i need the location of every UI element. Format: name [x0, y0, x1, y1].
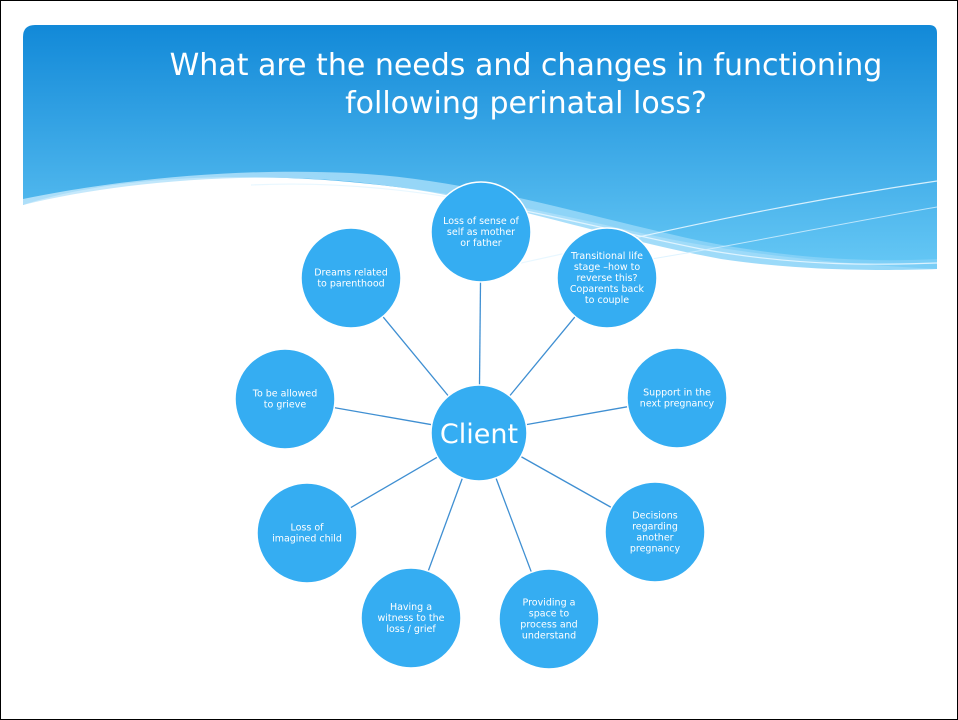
node-label-line: process and: [520, 620, 577, 631]
slide-title: What are the needs and changes in functi…: [151, 47, 901, 123]
connector-lower-right: [520, 455, 612, 509]
node-label-line: Support in the: [643, 388, 711, 399]
node-label-line: imagined child: [272, 534, 342, 545]
connector-bottom-left: [427, 477, 464, 572]
slide-title-line-1: What are the needs and changes in functi…: [169, 48, 883, 83]
slide-title-line-2: following perinatal loss?: [345, 86, 707, 121]
connector-top: [478, 281, 482, 386]
node-label-line: Dreams related: [314, 268, 388, 279]
connector-upper-left: [382, 316, 449, 397]
node-label-line: Decisions: [632, 511, 677, 522]
center-group: Client: [430, 384, 528, 482]
node-label-line: pregnancy: [630, 544, 681, 555]
node-circle-upper-right: [556, 227, 658, 329]
node-label-line: next pregnancy: [640, 399, 715, 410]
node-label-line: To be allowed: [252, 389, 317, 400]
node-circle-left: [234, 348, 336, 450]
node-label-line: reverse this?: [576, 273, 637, 284]
connectors: [334, 281, 628, 573]
header-background: [23, 25, 938, 270]
node-label-line: loss / grief: [386, 624, 436, 635]
node-label-line: another: [636, 533, 673, 544]
node-label-line: Loss of: [290, 523, 324, 534]
center-label: Client: [440, 419, 518, 450]
node-label-line: Coparents back: [570, 284, 645, 295]
node-label-line: to parenthood: [317, 279, 384, 290]
node-label-line: to couple: [585, 295, 629, 306]
connector-upper-right: [509, 316, 576, 397]
connector-bottom-right: [495, 477, 533, 573]
node-label-line: regarding: [632, 522, 678, 533]
header-wave-line-1: [250, 183, 938, 265]
node-label-line: self as mother: [447, 227, 515, 238]
node-circle-top: [430, 181, 532, 283]
node-label-line: space to: [529, 609, 570, 620]
node-label-line: Providing a: [523, 598, 576, 609]
header-banner: [23, 25, 937, 269]
node-circle-lower-right: [604, 481, 706, 583]
connector-right: [526, 406, 628, 426]
node-label-line: stage –how to: [574, 262, 640, 273]
node-label-line: Transitional life: [570, 251, 643, 262]
node-label-line: understand: [522, 631, 576, 642]
node-circle-right: [626, 347, 728, 449]
node-circle-upper-left: [300, 227, 402, 329]
node-label-line: to grieve: [264, 400, 307, 411]
node-label-line: witness to the: [377, 613, 444, 624]
node-label-line: Having a: [390, 602, 432, 613]
connector-lower-left: [349, 456, 438, 509]
node-circle-bottom-right: [498, 568, 600, 670]
connector-left: [334, 406, 432, 426]
node-circle-bottom-left: [360, 567, 462, 669]
node-label-line: or father: [460, 238, 501, 249]
node-label-line: Loss of sense of: [443, 216, 519, 227]
header-wave-light: [23, 171, 937, 270]
node-circle-lower-left: [256, 482, 358, 584]
center-circle: [430, 384, 528, 482]
